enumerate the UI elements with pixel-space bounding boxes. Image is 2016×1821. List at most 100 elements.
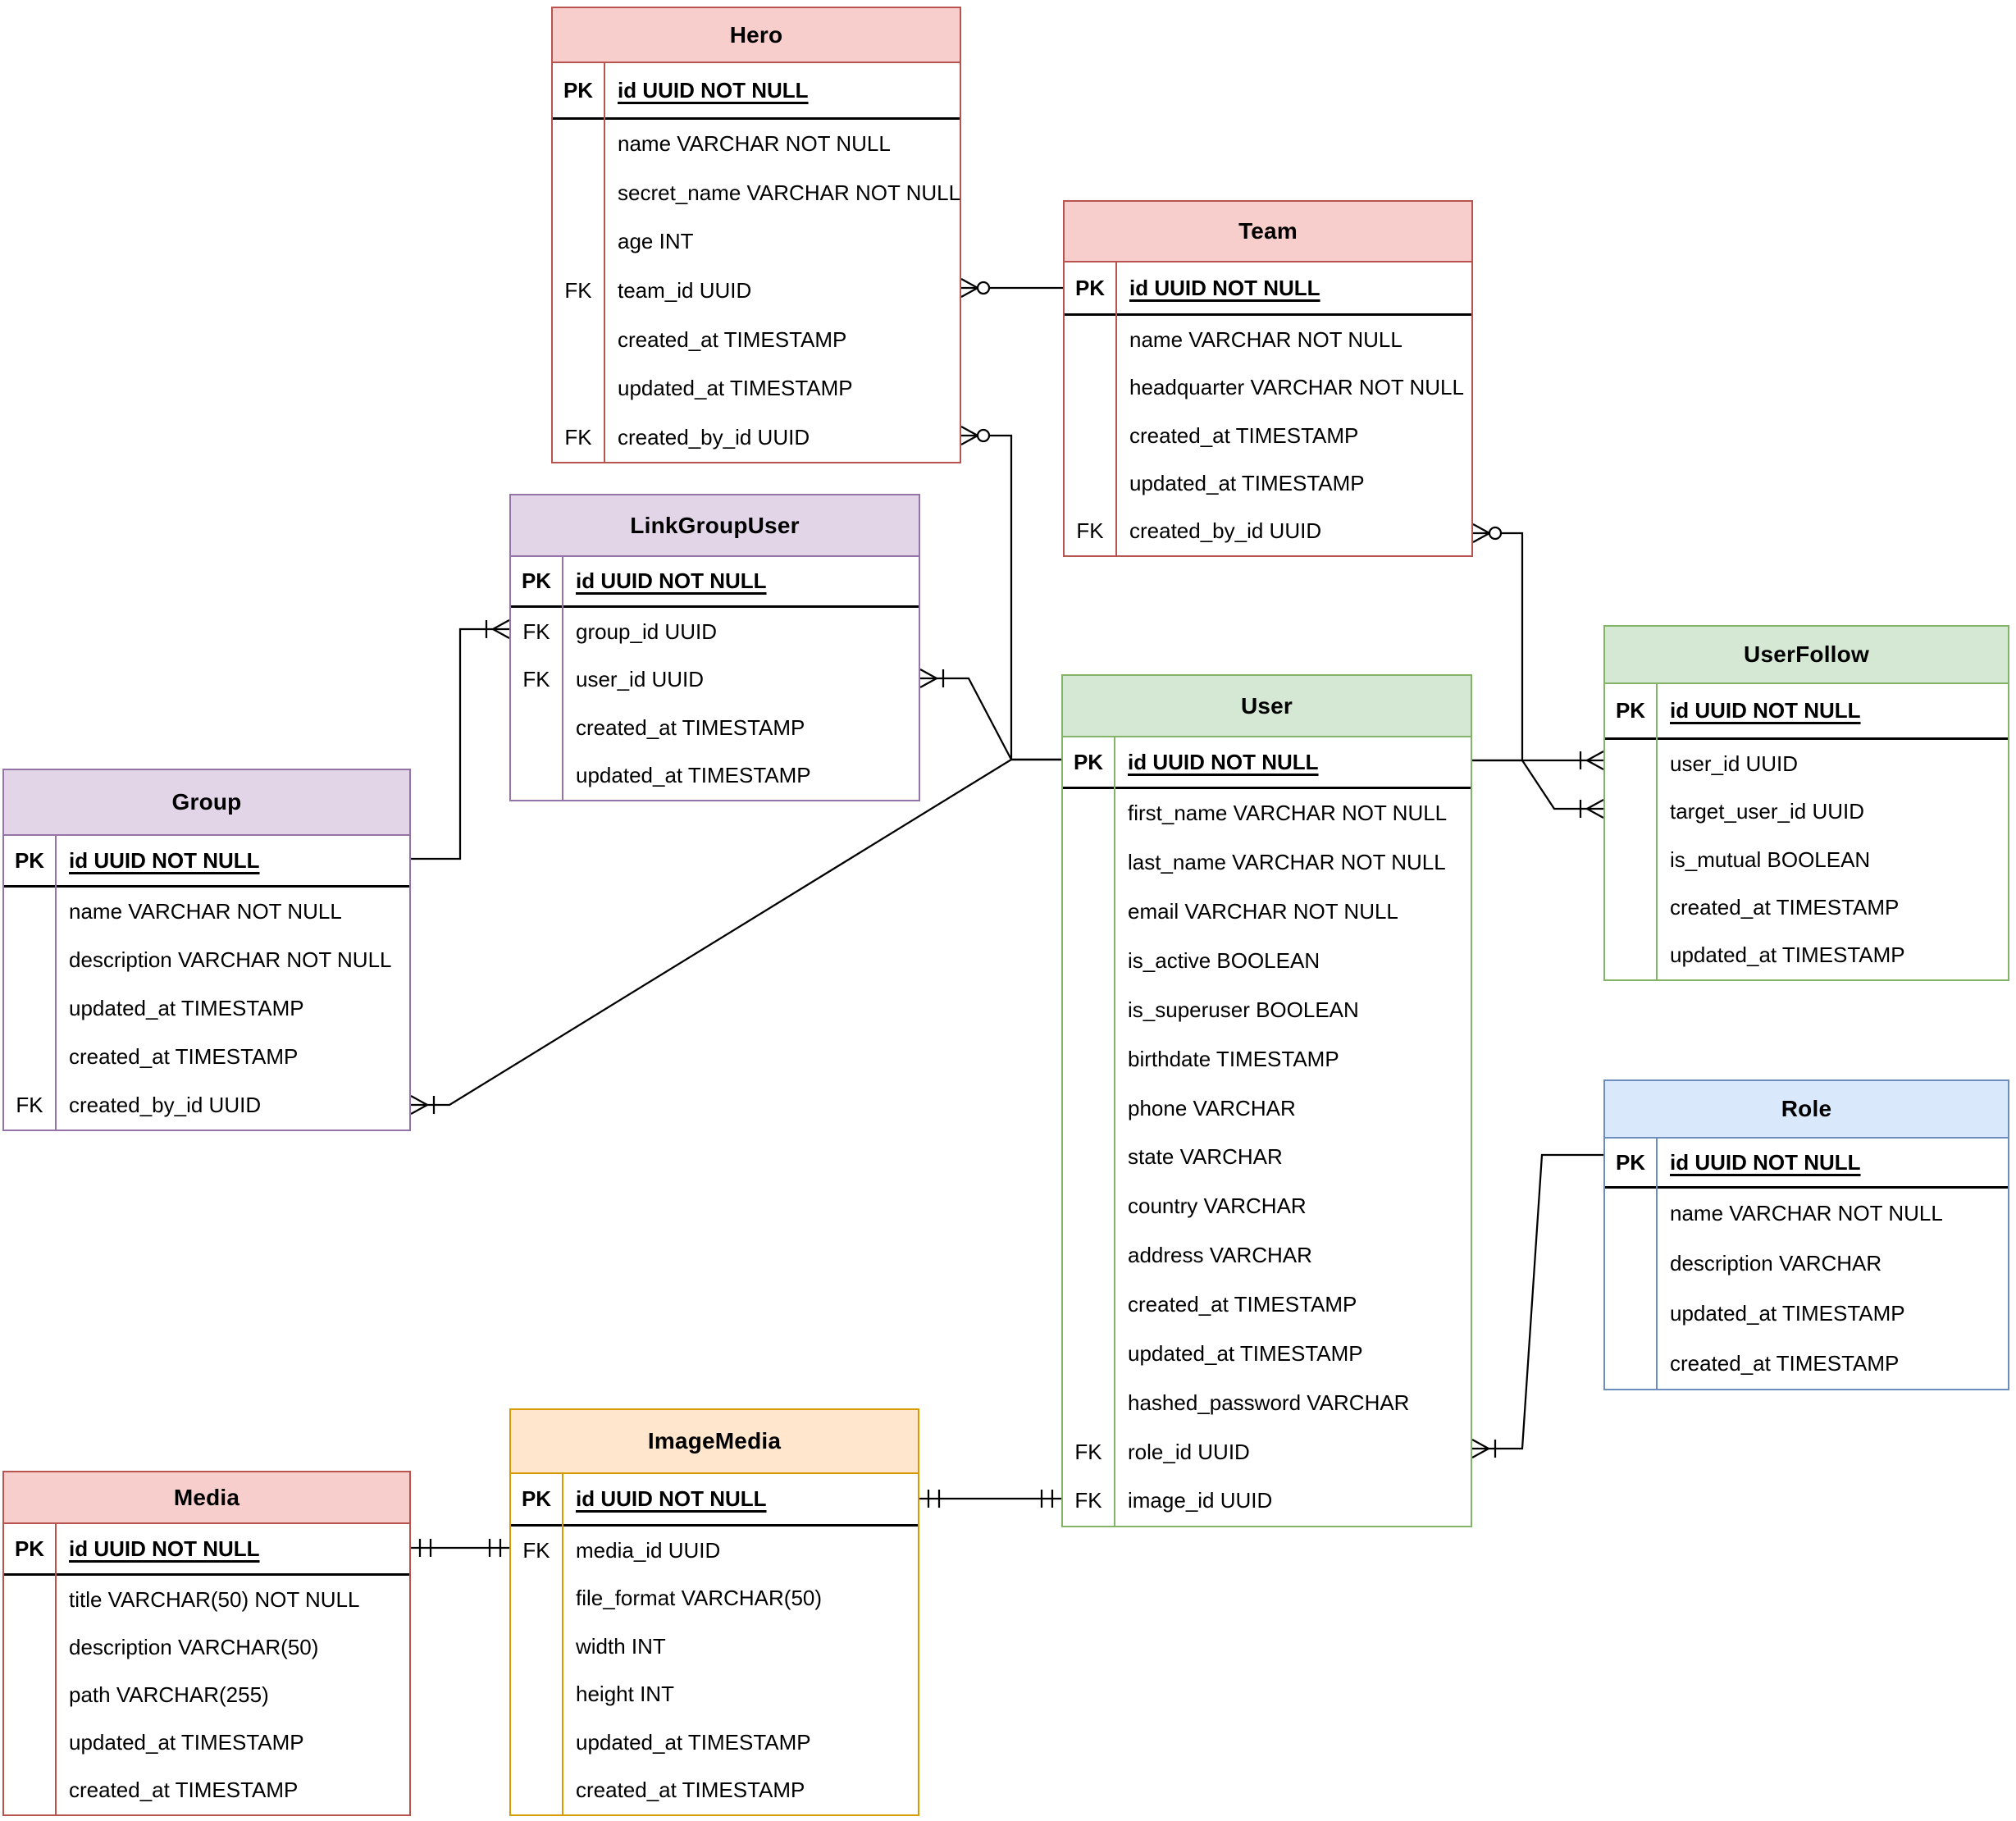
table-row: phone VARCHAR [1063, 1084, 1471, 1133]
field-label: is_active BOOLEAN [1128, 948, 1320, 973]
key-column-divider [1115, 262, 1117, 555]
table-title: Team [1238, 218, 1298, 244]
connector-team-user[interactable] [1472, 523, 1524, 762]
key-cell: FK [1076, 518, 1104, 544]
connector-role-user[interactable] [1471, 1153, 1603, 1458]
table-row: age INT [553, 217, 960, 267]
key-cell: PK [563, 77, 594, 103]
connector-media-imagemedia[interactable] [411, 1539, 509, 1557]
key-cell [1063, 1329, 1114, 1378]
key-column-divider [604, 63, 605, 462]
field-label: hashed_password VARCHAR [1128, 1390, 1410, 1415]
key-cell: FK [16, 1093, 43, 1117]
key-cell [1063, 838, 1114, 888]
connector-hero-user[interactable] [960, 426, 1061, 761]
table-row: description VARCHAR NOT NULL [4, 936, 409, 984]
table-rows: PK id UUID NOT NULL title VARCHAR(50) NOT … [4, 1524, 409, 1814]
key-cell: PK [14, 847, 45, 873]
table-row: last_name VARCHAR NOT NULL [1063, 838, 1471, 888]
key-cell: PK [1615, 1149, 1646, 1175]
table-row: width INT [511, 1622, 918, 1671]
field-label: id UUID NOT NULL [1670, 1149, 1861, 1175]
table-row: created_at TIMESTAMP [4, 1033, 409, 1081]
table-title: Group [171, 789, 242, 815]
field-label: updated_at TIMESTAMP [69, 996, 304, 1020]
key-cell [1605, 787, 1656, 835]
field-label: secret_name VARCHAR NOT NULL [618, 180, 961, 205]
key-cell [1605, 883, 1656, 931]
key-cell [1063, 1084, 1114, 1133]
field-label: state VARCHAR [1128, 1144, 1283, 1170]
connector-linkgroupuser-user[interactable] [919, 669, 1061, 761]
key-cell: FK [1074, 1439, 1102, 1464]
field-label: id UUID NOT NULL [69, 1536, 260, 1561]
field-label: updated_at TIMESTAMP [1128, 1340, 1363, 1366]
field-label: created_by_id UUID [618, 424, 810, 450]
key-cell [553, 364, 604, 413]
connector-imagemedia-user[interactable] [919, 1490, 1061, 1508]
connector-user-userfollow-target-user-id[interactable] [1521, 760, 1604, 819]
table-row: birthdate TIMESTAMP [1063, 1034, 1471, 1084]
field-label: updated_at TIMESTAMP [576, 1729, 811, 1755]
field-label: title VARCHAR(50) NOT NULL [69, 1586, 360, 1612]
table-row: is_superuser BOOLEAN [1063, 985, 1471, 1034]
key-cell [4, 1576, 55, 1623]
key-cell [1065, 459, 1115, 507]
connector-group-linkgroupuser[interactable] [411, 619, 510, 860]
key-cell: PK [521, 1486, 552, 1511]
table-row: updated_at TIMESTAMP [4, 984, 409, 1033]
field-label: age INT [618, 229, 694, 254]
pk-separator [1063, 787, 1471, 789]
key-cell: PK [14, 1536, 45, 1561]
table-row: updated_at TIMESTAMP [1605, 1289, 2008, 1339]
key-cell [4, 1623, 55, 1671]
key-cell [511, 1671, 562, 1719]
field-label: target_user_id UUID [1670, 799, 1864, 824]
table-title: UserFollow [1744, 641, 1869, 667]
primary-key-row: PK id UUID NOT NULL [4, 1524, 409, 1573]
field-label: width INT [576, 1633, 666, 1659]
connector-user-userfollow-user-id[interactable] [1472, 751, 1604, 770]
table-row: created_at TIMESTAMP [1605, 1339, 2008, 1389]
table-row: name VARCHAR NOT NULL [4, 888, 409, 936]
field-label: headquarter VARCHAR NOT NULL [1129, 375, 1464, 400]
table-row: created_at TIMESTAMP [553, 315, 960, 364]
table-row: updated_at TIMESTAMP [511, 1718, 918, 1767]
pk-separator [1605, 1186, 2008, 1189]
field-label: created_by_id UUID [69, 1093, 262, 1117]
table-row: updated_at TIMESTAMP [1065, 459, 1471, 507]
table-row: target_user_id UUID [1605, 787, 2008, 835]
key-column-divider [55, 836, 57, 1130]
pk-separator [511, 605, 919, 608]
key-cell [4, 888, 55, 936]
table-header: User [1063, 676, 1471, 737]
key-cell [1063, 789, 1114, 838]
key-cell: FK [1074, 1488, 1102, 1513]
connector-hero-team[interactable] [960, 278, 1063, 298]
field-label: created_at TIMESTAMP [576, 1778, 805, 1803]
key-cell [511, 704, 562, 752]
table-title: Media [173, 1484, 240, 1510]
connector-group-user[interactable] [410, 758, 1061, 1115]
field-label: created_at TIMESTAMP [1128, 1292, 1357, 1317]
key-column-divider [562, 1474, 563, 1814]
